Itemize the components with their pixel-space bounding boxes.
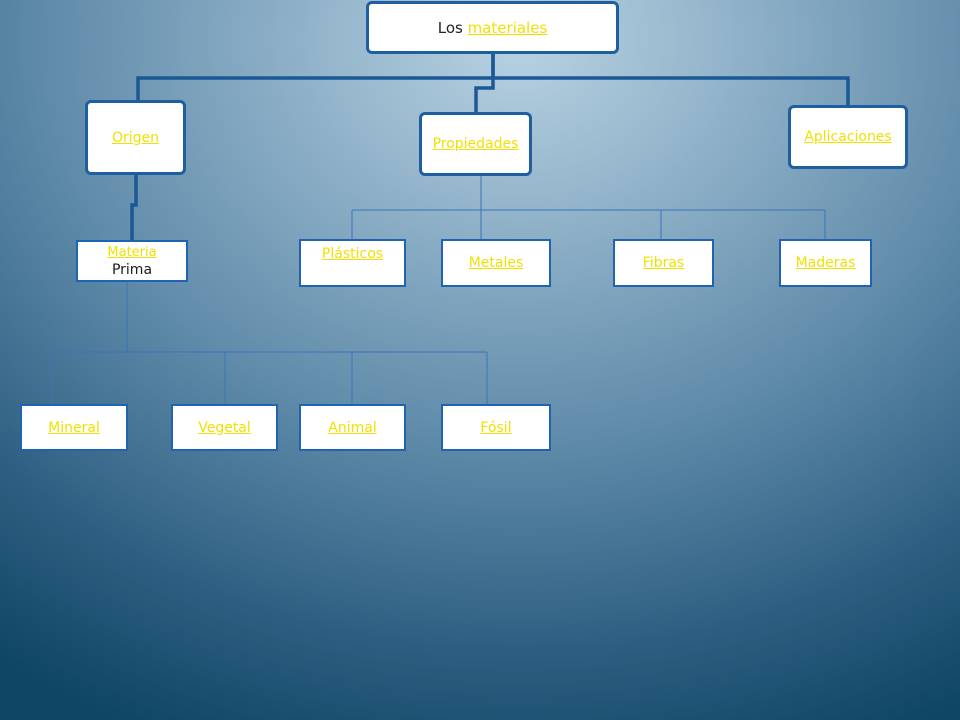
origen-link[interactable]: Origen	[111, 129, 160, 146]
fosil-link[interactable]: Fósil	[480, 419, 512, 436]
plasticos-node: Plásticos	[299, 239, 406, 287]
metales-node: Metales	[441, 239, 551, 287]
mineral-link[interactable]: Mineral	[48, 419, 100, 436]
materia-prima-node: Materia Prima	[76, 240, 188, 282]
materiales-link[interactable]: materiales	[467, 18, 548, 37]
root-prefix: Los	[437, 18, 463, 37]
propiedades-node: Propiedades	[419, 112, 532, 176]
fibras-node: Fibras	[613, 239, 714, 287]
vegetal-node: Vegetal	[171, 404, 278, 451]
metales-link[interactable]: Metales	[468, 255, 524, 271]
maderas-node: Maderas	[779, 239, 872, 287]
fosil-node: Fósil	[441, 404, 551, 451]
animal-link[interactable]: Animal	[328, 419, 377, 436]
mineral-node: Mineral	[20, 404, 128, 451]
fibras-link[interactable]: Fibras	[642, 255, 685, 271]
root-node: Los materiales	[366, 1, 619, 54]
origen-node: Origen	[85, 100, 186, 175]
propiedades-link[interactable]: Propiedades	[432, 136, 519, 152]
aplicaciones-link[interactable]: Aplicaciones	[804, 129, 892, 145]
materia-link[interactable]: Materia	[107, 245, 157, 260]
vegetal-link[interactable]: Vegetal	[198, 419, 251, 436]
animal-node: Animal	[299, 404, 406, 451]
aplicaciones-node: Aplicaciones	[788, 105, 908, 169]
prima-label: Prima	[111, 262, 153, 278]
maderas-link[interactable]: Maderas	[795, 255, 856, 271]
plasticos-link[interactable]: Plásticos	[321, 246, 384, 262]
